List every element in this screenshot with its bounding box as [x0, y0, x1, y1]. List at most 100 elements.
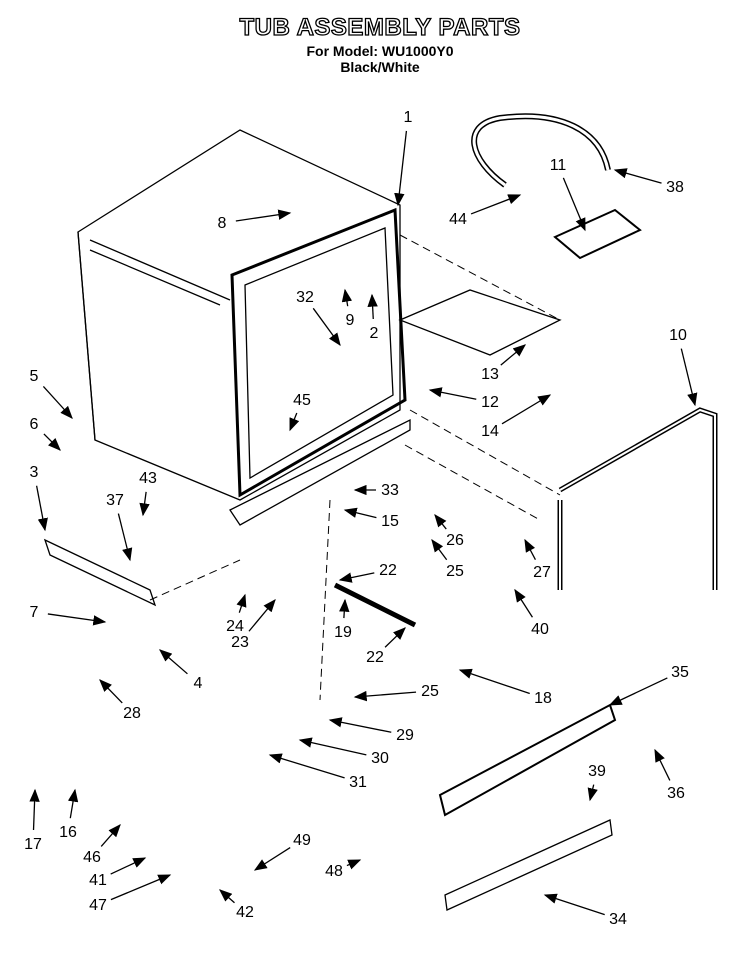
callout-30: 30 — [298, 737, 389, 767]
callout-number: 9 — [346, 312, 355, 329]
callout-number: 12 — [481, 394, 499, 411]
leader-arrow — [268, 753, 345, 779]
leader-arrow — [67, 788, 79, 819]
callout-number: 49 — [293, 832, 311, 849]
callout-number: 3 — [30, 464, 39, 481]
leader-arrow — [253, 846, 291, 871]
callout-11: 11 — [550, 157, 586, 232]
leader-arrow — [42, 385, 73, 419]
leader-arrow — [501, 394, 552, 425]
leader-arrow — [434, 513, 447, 530]
callout-number: 8 — [218, 215, 227, 232]
callout-28: 28 — [99, 679, 141, 722]
callout-45: 45 — [289, 392, 311, 432]
callout-number: 48 — [325, 863, 343, 880]
callout-26: 26 — [434, 513, 464, 549]
inlet-hose — [471, 113, 611, 188]
callout-22: 22 — [338, 562, 397, 583]
callout-number: 6 — [30, 416, 39, 433]
leader-arrow — [608, 677, 668, 706]
callout-number: 19 — [334, 624, 352, 641]
leader-arrow — [100, 824, 121, 847]
callout-number: 2 — [370, 325, 379, 342]
callout-number: 32 — [296, 289, 314, 306]
callout-number: 29 — [396, 727, 414, 744]
leader-arrow — [35, 485, 48, 532]
callout-43: 43 — [139, 470, 157, 517]
leader-arrow — [328, 717, 392, 733]
leader-arrow — [384, 627, 406, 648]
callout-number: 42 — [236, 904, 254, 921]
leader-arrow — [428, 387, 477, 400]
callout-number: 16 — [59, 824, 77, 841]
leader-arrow — [353, 690, 417, 702]
leader-arrow — [110, 874, 172, 901]
callout-42: 42 — [219, 889, 254, 921]
callout-number: 39 — [588, 763, 606, 780]
callout-number: 25 — [446, 563, 464, 580]
callout-49: 49 — [253, 832, 311, 871]
leader-arrow — [524, 538, 537, 560]
leader-arrow — [543, 893, 605, 916]
color-line: Black/White — [340, 59, 420, 75]
leader-arrow — [341, 288, 353, 307]
callout-16: 16 — [59, 788, 79, 841]
callout-number: 45 — [293, 392, 311, 409]
callout-number: 41 — [89, 872, 107, 889]
callout-29: 29 — [328, 717, 414, 744]
leader-arrow — [99, 679, 123, 704]
leader-arrow — [312, 307, 341, 347]
callout-number: 38 — [666, 179, 684, 196]
callout-number: 25 — [421, 683, 439, 700]
callout-number: 37 — [106, 492, 124, 509]
leader-arrow — [248, 599, 276, 632]
callout-number: 44 — [449, 211, 467, 228]
callout-1: 1 — [394, 109, 413, 207]
model-line: For Model: WU1000Y0 — [306, 43, 454, 59]
callout-13: 13 — [481, 344, 527, 383]
callout-number: 36 — [667, 785, 685, 802]
callout-12: 12 — [428, 387, 499, 411]
callout-47: 47 — [89, 874, 172, 914]
callout-number: 22 — [379, 562, 397, 579]
leader-arrow — [587, 784, 598, 802]
callout-number: 13 — [481, 366, 499, 383]
callout-number: 28 — [123, 705, 141, 722]
callout-number: 40 — [531, 621, 549, 638]
leader-arrow — [654, 748, 671, 781]
dashed-guides — [149, 234, 561, 701]
leader-arrow — [29, 788, 40, 831]
callout-number: 4 — [194, 675, 203, 692]
leader-arrow — [235, 209, 292, 222]
door-frame — [230, 207, 407, 498]
callout-22: 22 — [366, 627, 406, 666]
leader-arrow — [458, 668, 530, 695]
callout-34: 34 — [543, 893, 627, 928]
callout-number: 14 — [481, 423, 499, 440]
callout-32: 32 — [296, 289, 341, 347]
leader-arrow — [110, 857, 147, 875]
callout-31: 31 — [268, 753, 367, 791]
callout-41: 41 — [89, 857, 147, 889]
callout-6: 6 — [30, 416, 61, 451]
leader-arrow — [139, 491, 150, 517]
toe-panel — [438, 703, 617, 911]
callout-number: 18 — [534, 690, 552, 707]
callout-23: 23 — [231, 599, 276, 651]
callout-number: 31 — [349, 774, 367, 791]
leader-arrow — [117, 513, 133, 562]
tub-body — [77, 129, 401, 501]
callout-18: 18 — [458, 668, 552, 707]
callout-3: 3 — [30, 464, 48, 532]
callout-14: 14 — [481, 394, 552, 440]
callout-35: 35 — [608, 664, 689, 706]
callout-number: 34 — [609, 911, 627, 928]
leader-arrow — [159, 649, 188, 675]
callout-number: 33 — [381, 482, 399, 499]
leader-arrow — [338, 572, 375, 583]
callout-number: 5 — [30, 368, 39, 385]
callout-7: 7 — [30, 604, 107, 626]
callout-number: 23 — [231, 634, 249, 651]
callout-number: 35 — [671, 664, 689, 681]
